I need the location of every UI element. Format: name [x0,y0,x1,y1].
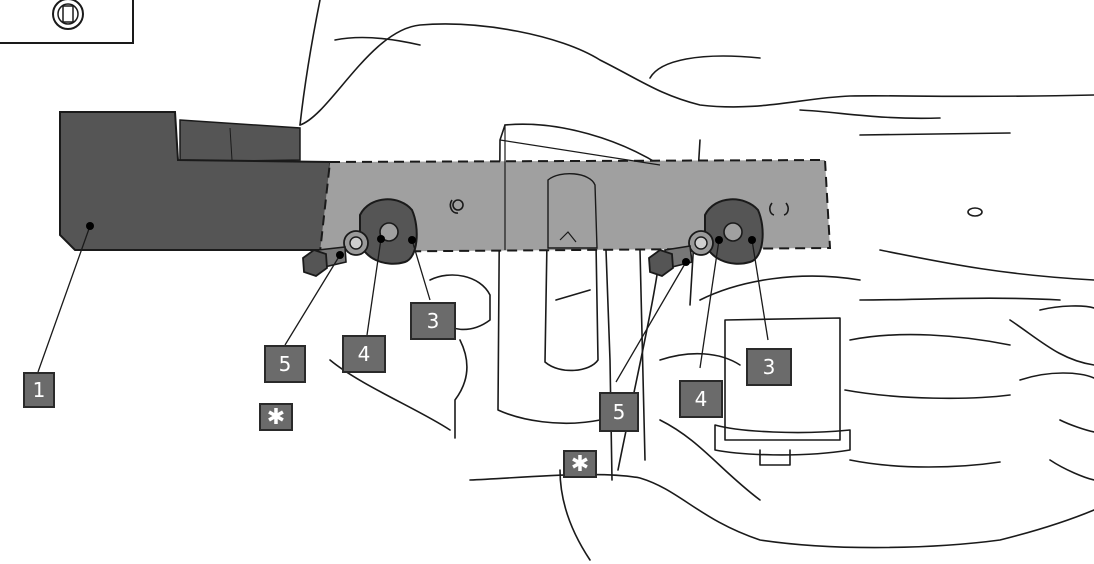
mounting-holes [449,199,983,217]
callout-note-left: ✱ [259,403,293,431]
callout-part-4-right: 4 [679,380,723,418]
washer-left [343,230,369,256]
bracket-part-1 [59,111,332,251]
bracket-plate [318,125,832,254]
socket-wrench-icon [52,0,84,30]
callout-part-3-left: 3 [410,302,456,340]
vehicle-frame-outline [299,0,1094,561]
callout-part-5-right: 5 [599,392,639,432]
cam-washer-right [704,198,764,265]
callout-part-1: 1 [23,372,55,408]
callout-part-3-right: 3 [746,348,792,386]
callout-note-right: ✱ [563,450,597,478]
callout-part-4-left: 4 [342,335,386,373]
leader-lines [37,225,769,383]
washer-right [688,230,714,256]
leader-dots [86,222,756,266]
callout-part-5-left: 5 [264,345,306,383]
tool-icon-box [0,0,134,44]
cam-washer-left [359,198,418,265]
